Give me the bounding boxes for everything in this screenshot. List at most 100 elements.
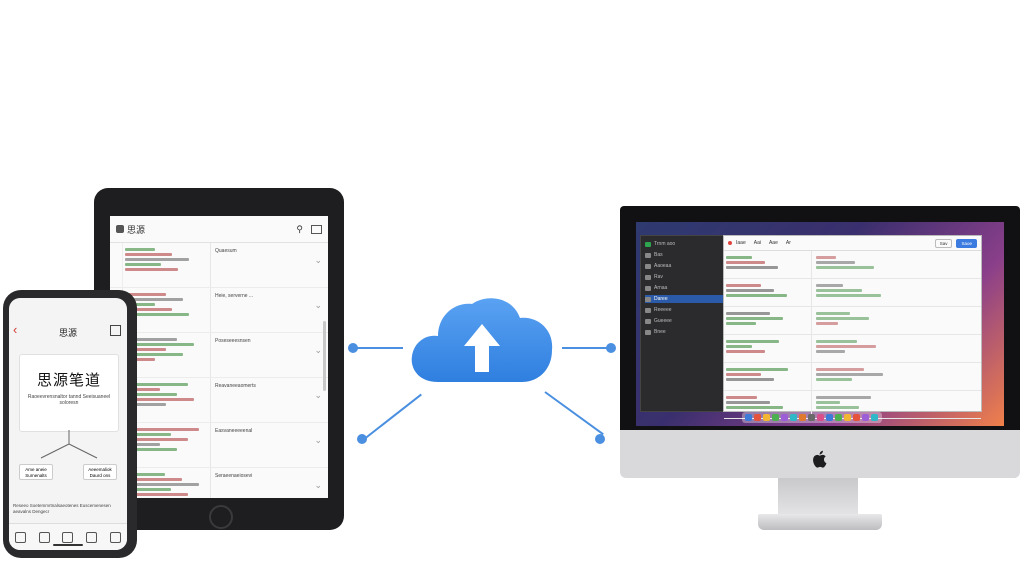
tablet-list-row[interactable]: Reavaneeaomerts ⌄ [110, 378, 328, 423]
tablet-home-button[interactable] [209, 505, 233, 529]
editor-row[interactable] [724, 391, 981, 419]
file-tree-label: Rav [654, 274, 663, 280]
app-logo-icon [116, 225, 124, 233]
editor-row[interactable] [724, 251, 981, 279]
tab-inbox-icon[interactable] [86, 531, 98, 543]
sidebar-icon[interactable] [311, 224, 322, 234]
dock-app-icon[interactable] [808, 414, 815, 421]
editor-row[interactable] [724, 279, 981, 307]
toolbar-tab[interactable]: Iaae [736, 240, 746, 246]
file-tree-label: Reeeee [654, 307, 672, 313]
row-preview-text: Easvaneeeeenal [215, 428, 253, 434]
row-preview-text: Heie, serverne ... [215, 293, 254, 299]
row-preview: Heie, serverne ... ⌄ [211, 288, 328, 332]
tablet-list-row[interactable]: Seraeenaeiosevi⌄ [110, 468, 328, 498]
file-tree-item[interactable]: Aaoeaa [645, 262, 725, 270]
editor-code [724, 335, 812, 362]
dock-app-icon[interactable] [817, 414, 824, 421]
window-close-icon[interactable] [728, 241, 732, 245]
editor-row[interactable] [724, 363, 981, 391]
editor-preview [812, 391, 981, 418]
tab-settings-icon[interactable] [109, 531, 121, 543]
chevron-down-icon[interactable]: ⌄ [314, 255, 322, 265]
phone-node-right[interactable]: Aeeemaliok Daurd ons [83, 464, 117, 480]
editor-code [724, 279, 812, 306]
tab-docs-icon[interactable] [38, 531, 50, 543]
file-tree-item[interactable]: Bnee [645, 328, 725, 336]
tablet-list-row[interactable]: Easvaneeeeenal ⌄ [110, 423, 328, 468]
dock-app-icon[interactable] [799, 414, 806, 421]
toolbar-tab[interactable]: Aae [768, 240, 778, 246]
chevron-down-icon[interactable]: ⌄ [314, 300, 322, 310]
phone-navbar: ‹ 思源 [9, 298, 127, 338]
save-button[interactable]: Sav [934, 238, 953, 248]
chevron-down-icon[interactable]: ⌄ [314, 480, 322, 490]
row-code-block [123, 468, 211, 498]
tablet-scrollbar[interactable] [323, 321, 326, 391]
dock-app-icon[interactable] [763, 414, 770, 421]
dock-app-icon[interactable] [844, 414, 851, 421]
back-icon[interactable]: ‹ [13, 322, 18, 337]
tablet-list-row[interactable]: Poseseeesnsen⌄ [110, 333, 328, 378]
imac-stand-neck [778, 478, 858, 516]
editor-row[interactable] [724, 335, 981, 363]
file-tree-item[interactable]: Reeeee [645, 306, 725, 314]
row-preview-text: Reavaneeaomerts [215, 383, 256, 389]
dock-app-icon[interactable] [772, 414, 779, 421]
dock-app-icon[interactable] [835, 414, 842, 421]
file-tree-label: Daree [654, 296, 668, 302]
phone-tabbar [9, 523, 127, 550]
file-tree-item[interactable]: Arnaa [645, 284, 725, 292]
row-preview: Easvaneeeeenal ⌄ [211, 423, 328, 467]
edit-icon[interactable] [110, 325, 121, 336]
dock-app-icon[interactable] [745, 414, 752, 421]
dock-app-icon[interactable] [790, 414, 797, 421]
chevron-down-icon[interactable]: ⌄ [314, 435, 322, 445]
editor-code [724, 391, 812, 418]
tab-search-icon[interactable] [62, 531, 74, 543]
file-tree-item[interactable]: Gueeee [645, 317, 725, 325]
dock-app-icon[interactable] [826, 414, 833, 421]
dock-app-icon[interactable] [871, 414, 878, 421]
dock [742, 412, 882, 423]
tablet-list-row[interactable]: Quaesum ⌄ [110, 243, 328, 288]
folder-icon [645, 274, 651, 280]
editor-preview [812, 251, 981, 278]
tab-home-icon[interactable] [15, 531, 27, 543]
chevron-down-icon[interactable]: ⌄ [314, 345, 322, 355]
dock-app-icon[interactable] [781, 414, 788, 421]
folder-icon [645, 318, 651, 324]
file-tree-item[interactable]: Bas [645, 251, 725, 259]
folder-icon [645, 296, 651, 302]
folder-icon [645, 307, 651, 313]
toolbar-tab[interactable]: Ar [785, 240, 791, 246]
file-tree-label: Bnee [654, 329, 666, 335]
editor-code [724, 363, 812, 390]
file-tree-label: Gueeee [654, 318, 672, 324]
row-preview: Seraeenaeiosevi⌄ [211, 468, 328, 498]
search-icon[interactable]: ⚲ [296, 223, 303, 234]
share-button[interactable]: Saoe [956, 238, 977, 248]
phone-node-left[interactable]: Ame aneie Surnenalts [19, 464, 53, 480]
editor-preview [812, 363, 981, 390]
tablet-screen: 思源 ⚲ Quaesum⌄Heie, serverne ...⌄Poseseee… [110, 216, 328, 498]
row-preview: Quaesum ⌄ [211, 243, 328, 287]
file-tree-item[interactable]: Daree [645, 295, 725, 303]
folder-icon [645, 252, 651, 258]
row-code-block [123, 333, 211, 377]
toolbar-tab[interactable]: Aai [753, 240, 761, 246]
tablet-list-row[interactable]: Heie, serverne ... ⌄ [110, 288, 328, 333]
editor-preview [812, 279, 981, 306]
dock-app-icon[interactable] [853, 414, 860, 421]
dock-app-icon[interactable] [862, 414, 869, 421]
file-tree-title: Trnm aoo [654, 241, 676, 247]
editor-code [724, 251, 812, 278]
editor-window: Iaae Aai Aae Ar Sav Saoe [723, 235, 982, 419]
row-code-block [123, 423, 211, 467]
editor-row[interactable] [724, 307, 981, 335]
row-preview-text: Quaesum [215, 248, 237, 254]
chevron-down-icon[interactable]: ⌄ [314, 390, 322, 400]
dock-app-icon[interactable] [754, 414, 761, 421]
file-tree-item[interactable]: Rav [645, 273, 725, 281]
file-tree-label: Aaoeaa [654, 263, 672, 269]
